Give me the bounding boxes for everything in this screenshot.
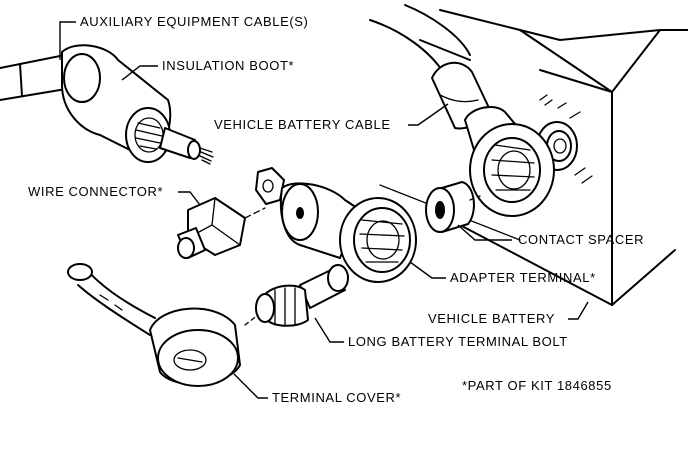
terminal-cover [67, 263, 241, 387]
label-insulation-boot: INSULATION BOOT* [162, 58, 295, 73]
label-adapter-terminal: ADAPTER TERMINAL* [450, 270, 596, 285]
kit-note: *PART OF KIT 1846855 [462, 378, 612, 393]
label-long-battery-terminal-bolt: LONG BATTERY TERMINAL BOLT [348, 334, 568, 349]
label-vehicle-battery: VEHICLE BATTERY [428, 311, 555, 326]
contact-spacer [425, 181, 481, 233]
auxiliary-cable-assembly [0, 44, 214, 165]
label-wire-connector: WIRE CONNECTOR* [28, 184, 164, 199]
label-contact-spacer: CONTACT SPACER [518, 232, 645, 247]
label-terminal-cover: TERMINAL COVER* [272, 390, 402, 405]
label-vehicle-battery-cable: VEHICLE BATTERY CABLE [214, 117, 391, 132]
vehicle-battery-cable [369, 4, 555, 217]
leader-lines [59, 21, 589, 399]
label-auxiliary-equipment-cable: AUXILIARY EQUIPMENT CABLE(S) [80, 14, 309, 29]
wire-connector [177, 197, 266, 259]
adapter-terminal [255, 167, 417, 283]
long-battery-terminal-bolt [244, 264, 349, 327]
